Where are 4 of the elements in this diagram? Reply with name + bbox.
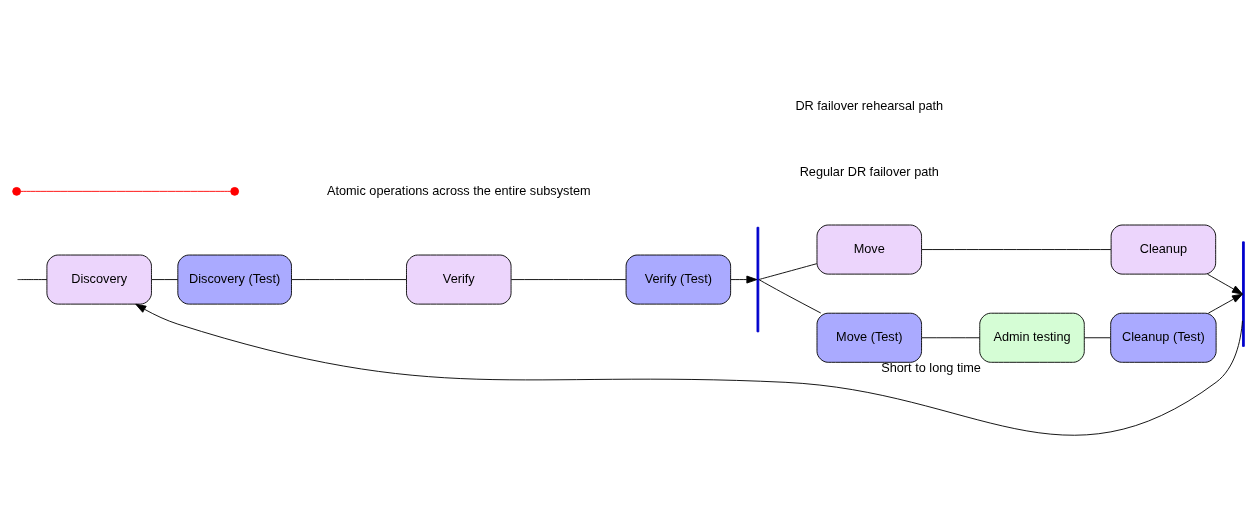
label: DR failover rehearsal path [795,98,944,114]
legend-label: Atomic operations across the entire subsystem [326,182,591,198]
node-label: Short to long time [881,360,981,376]
label: Regular DR failover path [799,163,939,179]
